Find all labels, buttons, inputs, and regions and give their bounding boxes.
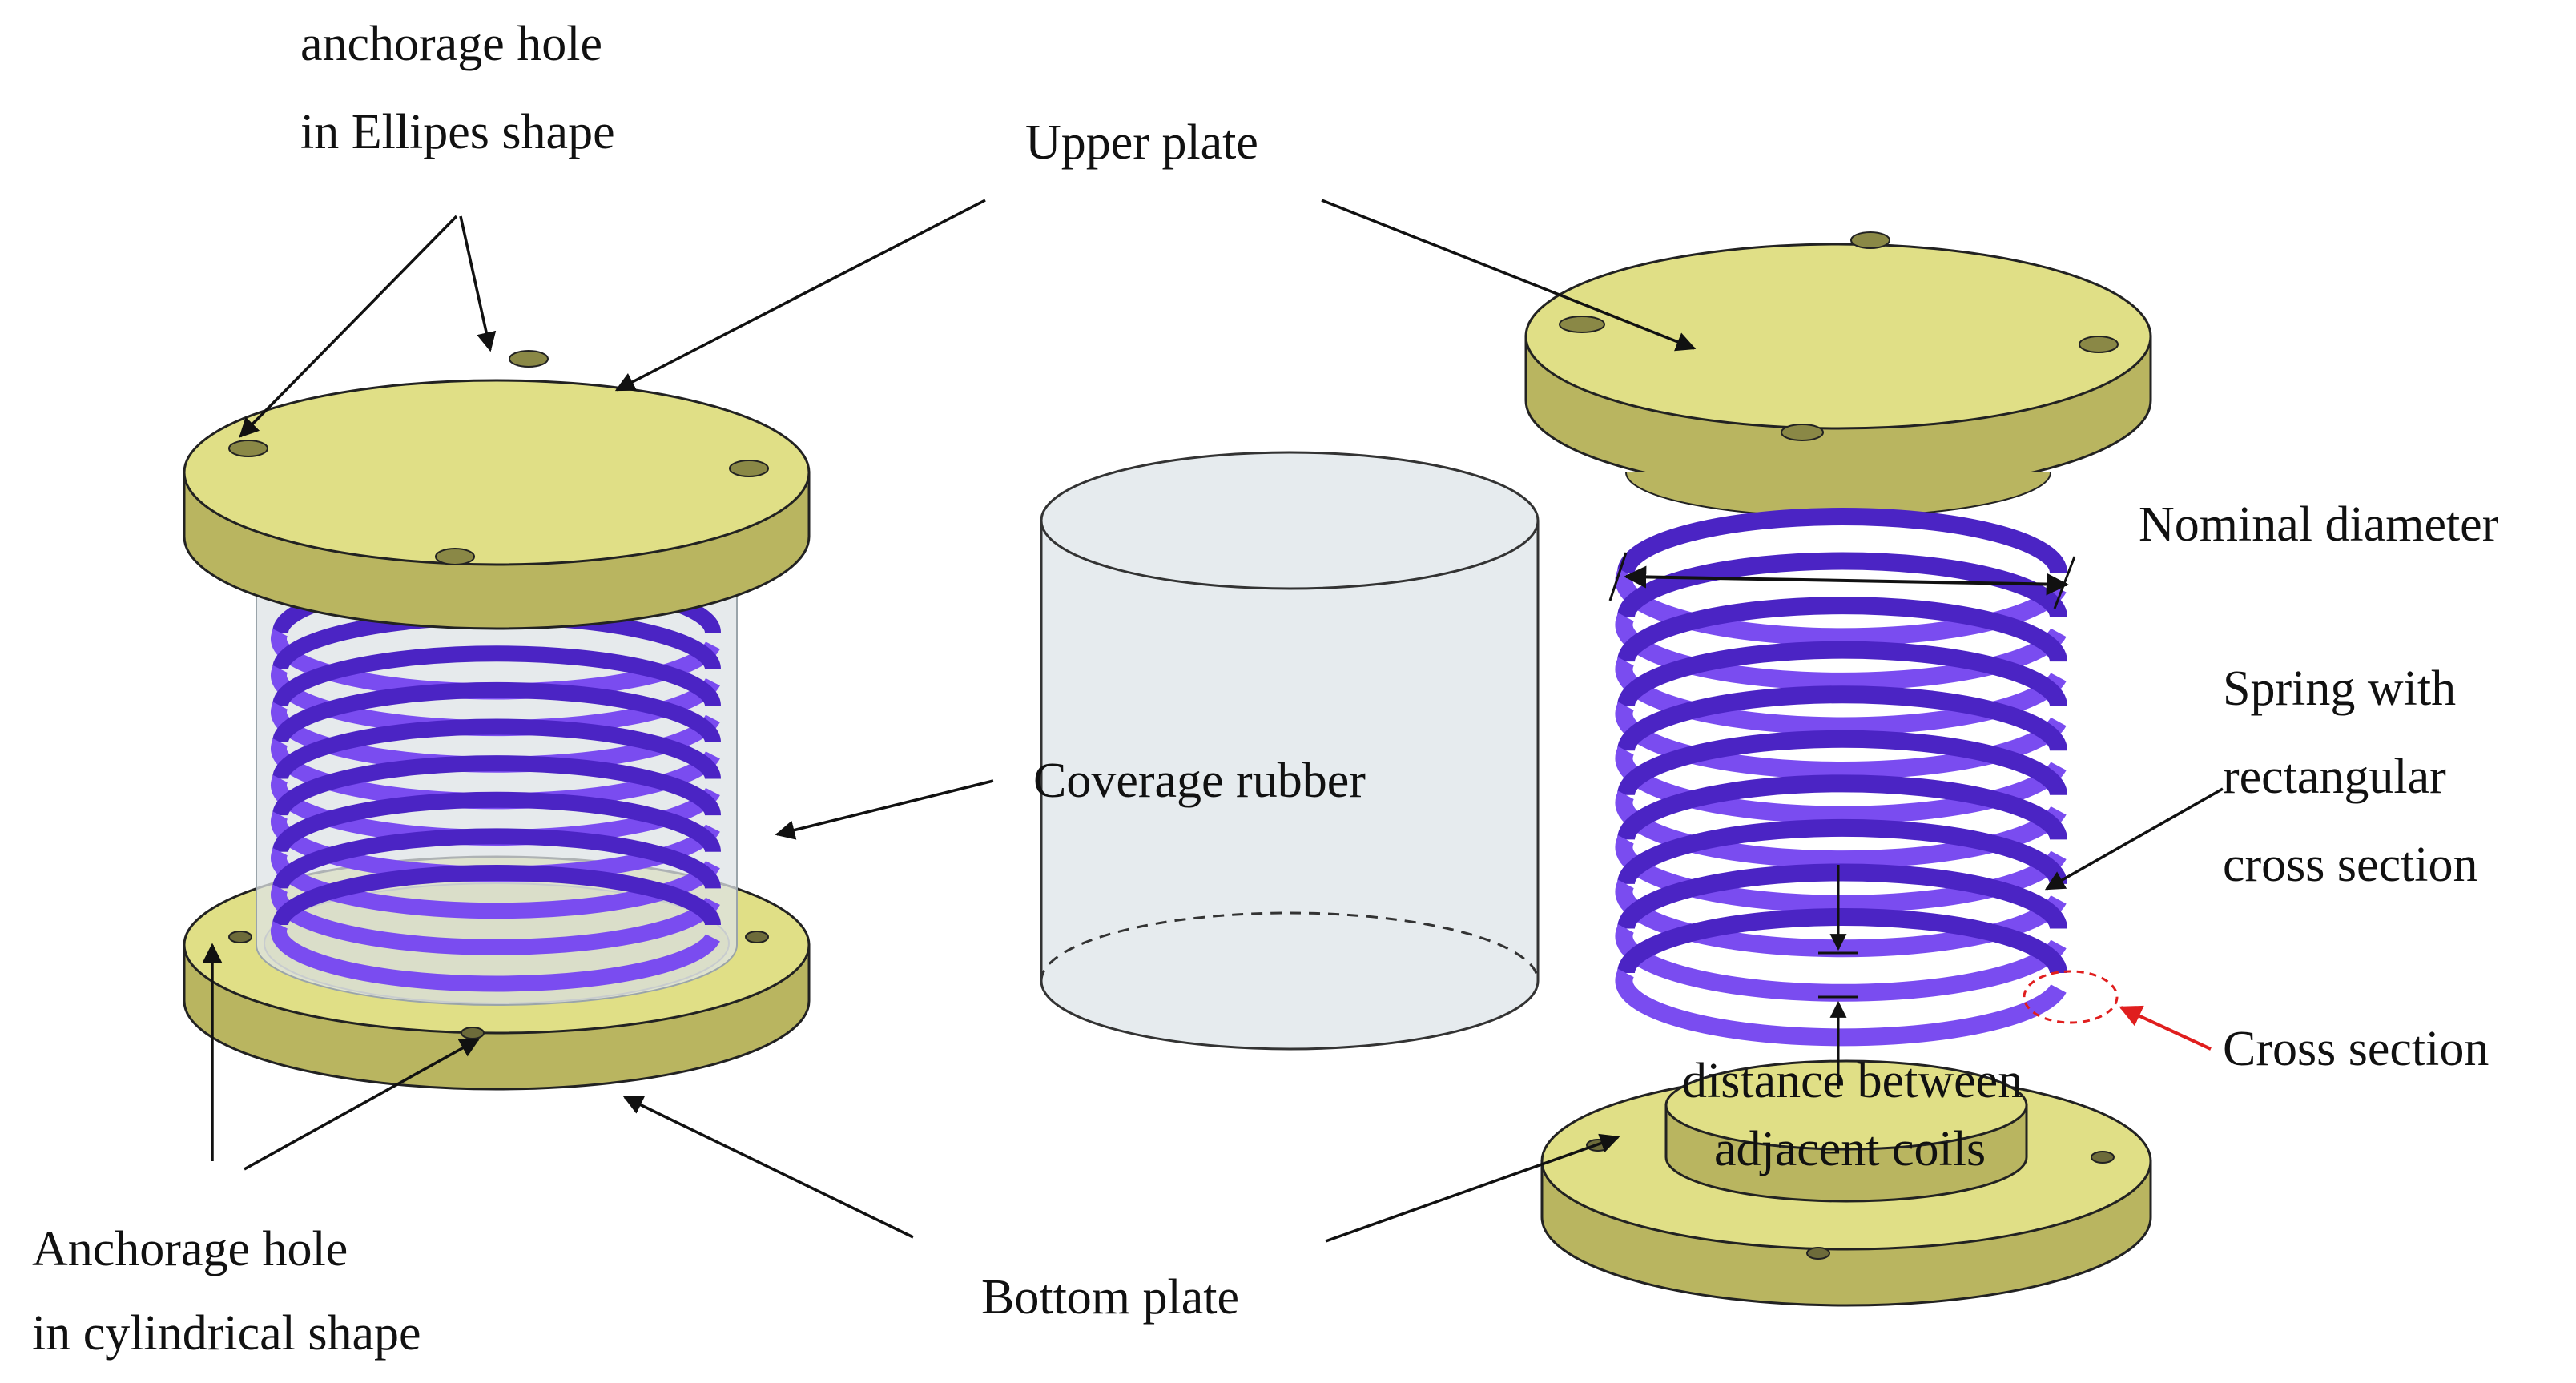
label-coverage-rubber: Coverage rubber (1033, 754, 1366, 808)
spring-coil-back (272, 865, 721, 926)
right-upper-hole (2079, 336, 2119, 353)
label-distance-1: distance between (1682, 1054, 2023, 1108)
cross-section-highlight (2023, 970, 2119, 1024)
label-upper-plate: Upper plate (1025, 115, 1258, 170)
label-bottom-plate: Bottom plate (981, 1270, 1239, 1325)
exploded-isolator (1524, 231, 2212, 1307)
label-anchorage-cyl-2: in cylindrical shape (32, 1306, 421, 1361)
spring-coil-back (272, 645, 721, 707)
spring-coil-back (272, 755, 721, 817)
left-upper-plate (183, 350, 811, 630)
label-cross-section: Cross section (2223, 1022, 2489, 1076)
label-nominal-diameter: Nominal diameter (2139, 497, 2499, 552)
left-upper-hole (509, 350, 549, 368)
spring-coil-back (272, 828, 721, 890)
spring-coil-back (1617, 818, 2067, 885)
spring-coil-back (1617, 641, 2067, 707)
left-upper-hole (435, 548, 475, 565)
left-upper-hole (729, 460, 769, 477)
right-upper-hole (1781, 424, 1824, 441)
right-upper-hole (1559, 316, 1605, 333)
label-spring-3: cross section (2223, 838, 2478, 892)
label-anchorage-ellipse-2: in Ellipes shape (300, 105, 615, 159)
spring-coil-back (1617, 685, 2067, 752)
spring-coil-back (1617, 863, 2067, 930)
right-upper-plate (1524, 231, 2152, 517)
left-bottom-hole (228, 931, 252, 943)
right-spring (1615, 508, 2067, 1047)
coverage-rubber-cylinder (1040, 451, 1540, 1051)
spring-coil-front (271, 921, 720, 992)
spring-coil-back (1617, 908, 2067, 974)
spring-coil-back (1617, 774, 2067, 841)
left-upper-hole (228, 440, 268, 457)
right-bottom-hole (2091, 1151, 2115, 1164)
right-bottom-plate (1540, 1059, 2152, 1307)
left-bottom-hole (461, 1027, 485, 1039)
label-anchorage-ellipse-1: anchorage hole (300, 17, 602, 71)
spring-coil-back (272, 718, 721, 780)
spring-coil-back (272, 681, 721, 743)
assembled-isolator (183, 350, 811, 1091)
right-upper-hole (1850, 231, 1890, 249)
spring-coil-back (1617, 597, 2067, 663)
nominal-diameter-dimension (1624, 565, 2069, 596)
spring-coil-back (272, 791, 721, 853)
labels: anchorage hole in Ellipes shape Upper pl… (32, 17, 2499, 1361)
label-spring-2: rectangular (2223, 750, 2446, 804)
spring-coil-back (1617, 508, 2067, 573)
leader-arrows (202, 199, 2224, 1243)
label-distance-2: adjacent coils (1714, 1122, 1986, 1176)
cross-section-arrow (2119, 1005, 2212, 1051)
label-anchorage-cyl-1: Anchorage hole (32, 1222, 348, 1276)
left-bottom-hole (745, 931, 769, 943)
spring-coil-back (1617, 730, 2067, 796)
spring-coil-front (1615, 968, 2067, 1047)
right-bottom-hole (1806, 1247, 1830, 1260)
label-spring-1: Spring with (2223, 661, 2456, 716)
